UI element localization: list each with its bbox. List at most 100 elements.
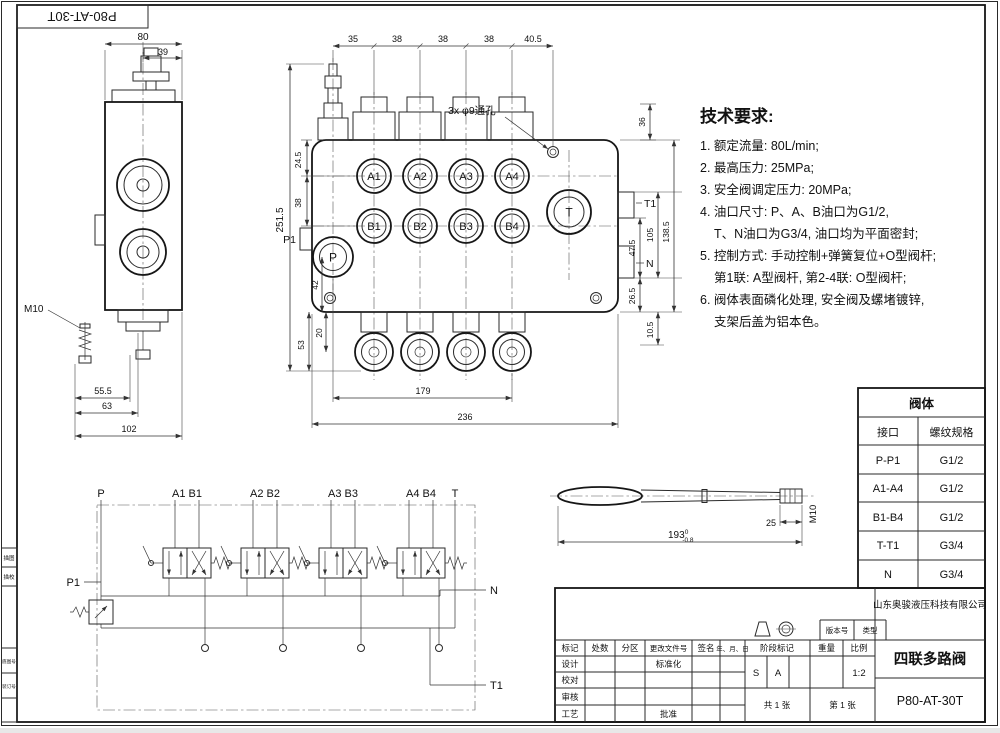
tb-zone: 分区 (621, 643, 639, 653)
cell-port: N (884, 569, 892, 581)
tech-line: 支架后盖为铝本色。 (714, 314, 827, 329)
corner-model-stamp: P80-AT-30T (47, 9, 116, 24)
company-name: 山东奥骏液压科技有限公司 (873, 599, 987, 611)
m10-label: M10 (24, 304, 44, 315)
valve-unit-3 (298, 500, 389, 652)
cell-port: T-T1 (877, 540, 900, 552)
dim-193-tol-hi: 0 (685, 529, 689, 536)
cell-thread: G3/4 (940, 540, 964, 552)
dim-102: 102 (121, 424, 136, 434)
sch-label-a4b4: A4 B4 (406, 488, 436, 500)
valve-unit-1 (142, 500, 233, 652)
port-b4: B4 (505, 221, 518, 233)
tb-standard: 标准化 (656, 659, 682, 669)
tech-title: 技术要求: (700, 106, 774, 126)
projection-symbol-icon (754, 621, 796, 637)
cell-thread: G1/2 (940, 483, 964, 495)
port-t: T (565, 206, 573, 220)
margin-label: 描校 (3, 573, 15, 581)
dim-53: 53 (296, 340, 306, 350)
dim-236: 236 (457, 412, 472, 422)
dim-138-5: 138.5 (661, 221, 671, 243)
col-header-port: 接口 (877, 426, 899, 439)
dim-193-value: 193 (668, 530, 685, 541)
dim-top-38c: 38 (484, 34, 494, 44)
tb-count: 处数 (591, 643, 609, 653)
tb-approve: 批准 (660, 709, 678, 719)
dim-39: 39 (158, 47, 168, 57)
sch-label-t: T (452, 488, 459, 500)
dim-42: 42 (310, 280, 320, 290)
dim-63: 63 (102, 401, 112, 411)
tb-sheet-total: 共 1 张 (764, 700, 791, 710)
table-row: P-P1 G1/2 (876, 455, 964, 467)
cell-port: B1-B4 (873, 512, 904, 524)
ports-row-b: B1 B2 B3 B4 (356, 208, 530, 244)
technical-requirements: 技术要求: 1. 额定流量: 80L/min; 2. 最高压力: 25MPa; … (700, 106, 936, 329)
tb-change-doc: 更改文件号 (650, 643, 688, 653)
table-row: A1-A4 G1/2 (873, 483, 964, 495)
tech-line: 1. 额定流量: 80L/min; (700, 138, 819, 153)
dim-26-5: 26.5 (627, 287, 637, 304)
port-b1: B1 (367, 221, 380, 233)
dim-38-left: 38 (293, 198, 303, 208)
dim-top-40-5: 40.5 (524, 34, 542, 44)
thread-spec-table: 阀体 接口 螺纹规格 P-P1 G1/2 A1-A4 G1/2 B1-B4 G1… (857, 387, 986, 589)
dim-105: 105 (645, 228, 655, 242)
label-t1: T1 (644, 198, 656, 210)
tech-line: 5. 控制方式: 手动控制+弹簧复位+O型阀杆; (700, 248, 936, 263)
margin-label: 装订号 (2, 683, 16, 690)
dim-top-35: 35 (348, 34, 358, 44)
port-p: P (329, 251, 337, 265)
sch-label-a1b1: A1 B1 (172, 488, 202, 500)
tb-stage-s: S (753, 668, 759, 679)
holes-note: 3x φ9通孔 (448, 104, 496, 117)
port-a4: A4 (505, 171, 518, 183)
dim-179: 179 (415, 386, 430, 396)
table-row: B1-B4 G1/2 (873, 512, 964, 524)
table-title: 阀体 (909, 396, 935, 411)
dim-251-5: 251.5 (275, 207, 286, 232)
port-a1: A1 (367, 171, 380, 183)
dim-24-5: 24.5 (293, 151, 303, 168)
dim-36: 36 (637, 117, 647, 127)
dim-10-5: 10.5 (645, 321, 655, 338)
margin-label: 底图号 (2, 658, 16, 665)
tb-stage-label: 阶段标记 (760, 643, 795, 653)
product-name: 四联多路阀 (894, 650, 967, 668)
ports-row-a: A1 A2 A3 A4 (356, 158, 530, 194)
tb-audit: 审核 (561, 692, 579, 702)
label-p1: P1 (283, 234, 296, 246)
handle-m10: M10 (808, 505, 819, 523)
tb-check: 校对 (561, 675, 579, 685)
version-label: 版本号 (826, 625, 849, 635)
sch-label-p: P (97, 488, 104, 500)
cell-thread: G1/2 (940, 512, 964, 524)
port-a2: A2 (413, 171, 426, 183)
dim-193-tol-lo: -0.8 (682, 537, 694, 544)
cell-thread: G1/2 (940, 455, 964, 467)
handle-detail: 25 M10 1930-0.8 (550, 486, 819, 546)
label-n: N (646, 258, 654, 270)
tech-line: 6. 阀体表面磷化处理, 安全阀及螺堵镀锌, (700, 292, 924, 307)
sch-label-a3b3: A3 B3 (328, 488, 358, 500)
port-a3: A3 (459, 171, 472, 183)
tb-signature: 签名 (697, 643, 714, 653)
tech-line: T、N油口为G3/4, 油口均为平面密封; (714, 226, 918, 241)
front-view: A1 A2 A3 A4 B1 B2 B3 B4 P T 3x φ9通孔 35 (275, 34, 682, 428)
port-b2: B2 (413, 221, 426, 233)
dim-80: 80 (137, 32, 149, 43)
cell-thread: G3/4 (940, 569, 964, 581)
dim-47-5: 47.5 (627, 239, 637, 256)
tb-scale-label: 比例 (850, 643, 867, 653)
tb-scale-value: 1:2 (852, 668, 865, 679)
dim-top-38b: 38 (438, 34, 448, 44)
tech-line: 4. 油口尺寸: P、A、B油口为G1/2, (700, 205, 889, 219)
table-row: N G3/4 (884, 569, 963, 581)
tb-process: 工艺 (561, 709, 578, 719)
sch-label-p1: P1 (67, 577, 80, 589)
handle-dim-25: 25 (766, 518, 776, 528)
title-block: 山东奥骏液压科技有限公司 四联多路阀 P80-AT-30T 版本号 类型 标记 … (554, 587, 987, 723)
